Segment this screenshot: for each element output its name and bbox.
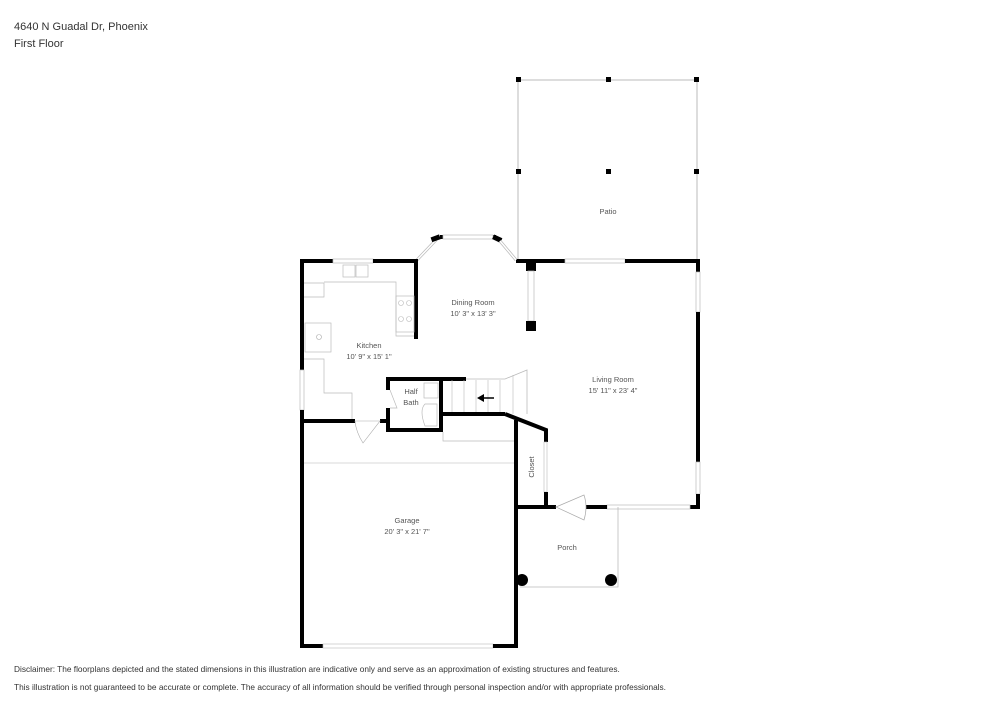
porch-label: Porch — [557, 543, 577, 552]
kitchen: Kitchen 10' 9" x 15' 1" — [299, 258, 418, 648]
property-address: 4640 N Guadal Dr, Phoenix — [14, 21, 148, 33]
kitchen-label: Kitchen — [356, 341, 381, 350]
garage: Garage 20' 3" x 21' 7" — [300, 419, 518, 649]
half-bath: Half Bath — [386, 377, 466, 432]
dining-room-label: Dining Room — [451, 298, 494, 307]
garage-dims: 20' 3" x 21' 7" — [384, 527, 430, 536]
closet-label: Closet — [527, 455, 536, 477]
porch: Porch — [516, 507, 619, 588]
closet: Closet — [514, 420, 548, 648]
floor-label: First Floor — [14, 38, 64, 50]
disclaimer-line-2: This illustration is not guaranteed to b… — [14, 682, 666, 692]
disclaimer-line-1: Disclaimer: The floorplans depicted and … — [14, 664, 620, 674]
patio-label: Patio — [599, 207, 616, 216]
half-bath-label-2: Bath — [403, 398, 418, 407]
arrow-left-icon — [477, 394, 494, 402]
living-room: Living Room 15' 11" x 23' 4" — [516, 258, 701, 521]
living-room-label: Living Room — [592, 375, 634, 384]
patio-area: Patio — [516, 77, 699, 262]
half-bath-label-1: Half — [404, 387, 418, 396]
kitchen-dims: 10' 9" x 15' 1" — [346, 352, 392, 361]
living-room-dims: 15' 11" x 23' 4" — [589, 386, 638, 395]
garage-label: Garage — [394, 516, 419, 525]
dining-room: Dining Room 10' 3" x 13' 3" — [414, 234, 518, 318]
dining-room-dims: 10' 3" x 13' 3" — [450, 309, 496, 318]
stairs — [442, 369, 548, 442]
